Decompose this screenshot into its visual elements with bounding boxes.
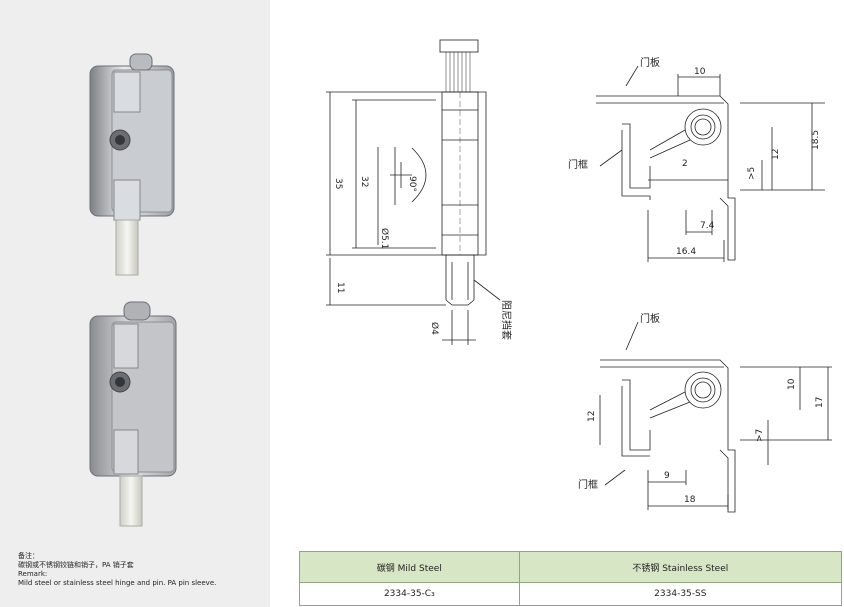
dim-9-bottom: 9 xyxy=(664,471,670,481)
label-door-panel-bottom: 门板 xyxy=(640,312,660,325)
dim-gt5-top: >5 xyxy=(747,167,757,180)
table-row: 2334-35-C₃ 2334-35-SS xyxy=(299,582,843,606)
dim-phi5-1: Ø5.1 xyxy=(379,228,390,249)
code-mild-steel: 2334-35-C₃ xyxy=(299,582,520,606)
dim-32: 32 xyxy=(359,176,369,187)
code-stainless-steel: 2334-35-SS xyxy=(518,582,843,606)
dim-2-top: 2 xyxy=(682,159,688,169)
label-door-panel-top: 门板 xyxy=(640,56,660,69)
product-image-panel: 备注： 碳钢或不锈钢铰链和销子，PA 销子套 Remark: Mild stee… xyxy=(0,0,270,607)
dim-18-bottom: 18 xyxy=(684,495,696,505)
dim-phi4: Ø4 xyxy=(429,322,440,335)
hinge-photo-bottom xyxy=(89,301,177,527)
dim-12-top: 12 xyxy=(771,149,781,160)
remark-title-en: Remark: xyxy=(18,570,48,578)
header-mild-steel: 碳钢 Mild Steel xyxy=(299,551,520,583)
dim-gt7-bottom: >7 xyxy=(755,429,765,442)
dim-90-deg: 90° xyxy=(407,176,417,192)
dim-12-bottom: 12 xyxy=(587,411,597,422)
spec-table-header: 碳钢 Mild Steel 不锈钢 Stainless Steel xyxy=(299,551,843,583)
front-view xyxy=(326,39,501,345)
dim-10-top: 10 xyxy=(694,67,706,77)
remark-block: 备注： 碳钢或不锈钢铰链和销子，PA 销子套 Remark: Mild stee… xyxy=(18,552,216,588)
dim-10-bottom: 10 xyxy=(787,378,797,390)
top-plan-view xyxy=(596,65,825,262)
remark-text-en: Mild steel or stainless steel hinge and … xyxy=(18,579,217,587)
dim-17-bottom: 17 xyxy=(815,397,825,408)
dim-35: 35 xyxy=(333,178,343,189)
dim-11: 11 xyxy=(335,282,345,293)
label-damper-sleeve: 阻尼挡套 xyxy=(500,300,513,340)
dim-16-4-top: 16.4 xyxy=(676,247,696,257)
header-stainless-steel: 不锈钢 Stainless Steel xyxy=(518,551,843,583)
label-door-frame-top: 门框 xyxy=(568,158,588,171)
remark-text-cn: 碳钢或不锈钢铰链和销子，PA 销子套 xyxy=(18,561,134,569)
bottom-plan-view xyxy=(599,321,832,513)
dim-7-4-top: 7.4 xyxy=(700,221,715,231)
dim-18-5-top: 18.5 xyxy=(811,130,821,150)
technical-drawing: 35 32 90° Ø5.1 11 Ø4 阻尼挡套 门板 门框 10 2 12 … xyxy=(326,39,832,513)
hinge-photo-top xyxy=(89,53,175,276)
label-door-frame-bottom: 门框 xyxy=(578,478,598,491)
spec-table: 碳钢 Mild Steel 不锈钢 Stainless Steel 2334-3… xyxy=(299,551,843,606)
remark-title-cn: 备注： xyxy=(18,552,39,560)
